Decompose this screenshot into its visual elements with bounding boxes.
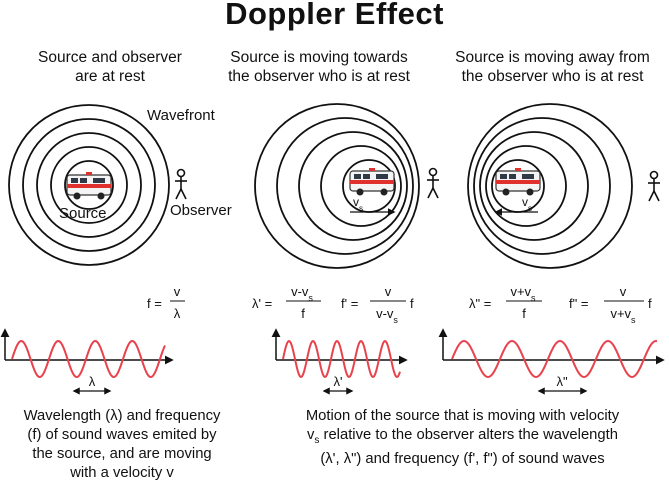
svg-text:λ: λ	[174, 306, 181, 321]
wave-label-away: λ"	[556, 374, 568, 389]
caption-away-line2: the observer who is at rest	[461, 68, 644, 85]
ambulance-icon-rest	[66, 171, 112, 201]
svg-text:λ' =: λ' =	[252, 296, 272, 311]
caption-towards-line1: Source is moving towards	[230, 49, 408, 66]
svg-text:λ" =: λ" =	[469, 296, 491, 311]
velocity-label-away: vs	[522, 195, 532, 213]
explanation-rest-line3: the source, and are moving	[32, 446, 212, 462]
page-title: Doppler Effect	[225, 0, 444, 31]
caption-away: Source is moving away from the observer …	[436, 48, 669, 86]
wave-graph-towards: λ'	[271, 328, 408, 395]
observer-icon-away	[647, 170, 661, 202]
svg-text:v+vs: v+vs	[510, 284, 536, 303]
svg-text:f: f	[522, 306, 526, 321]
observer-icon-rest	[174, 168, 188, 200]
svg-text:v: v	[385, 284, 392, 299]
caption-away-line1: Source is moving away from	[455, 49, 650, 66]
wavefronts-towards	[254, 103, 420, 269]
explanation-rest-line4: with a velocity v	[70, 465, 174, 481]
formula-away-frequency: f" = v v+vs f	[569, 284, 652, 325]
svg-text:f" =: f" =	[569, 296, 588, 311]
svg-text:v-vs: v-vs	[291, 284, 313, 303]
wavefronts-away	[467, 103, 633, 269]
formula-rest: f = v λ	[147, 284, 185, 321]
explanation-rest: Wavelength (λ) and frequency (f) of soun…	[0, 407, 244, 483]
caption-rest-line1: Source and observer	[38, 49, 182, 66]
caption-towards-line2: the observer who is at rest	[228, 68, 410, 85]
wave-label-rest: λ	[89, 374, 96, 389]
velocity-label-towards: vs	[353, 195, 363, 213]
wave-label-towards: λ'	[334, 374, 343, 389]
wave-graph-rest: λ	[0, 328, 174, 395]
observer-icon-towards	[426, 167, 440, 199]
sound-wave-away	[451, 339, 658, 379]
caption-rest: Source and observer are at rest	[0, 48, 220, 86]
explanation-moving-line1: Motion of the source that is moving with…	[305, 408, 620, 424]
svg-text:f' =: f' =	[341, 296, 358, 311]
sound-wave-towards	[282, 339, 401, 379]
svg-text:v: v	[174, 284, 181, 299]
svg-text:f =: f =	[147, 296, 162, 311]
explanation-rest-line1: Wavelength (λ) and frequency	[23, 408, 221, 424]
svg-text:v: v	[620, 284, 627, 299]
wavefront-label: Wavefront	[147, 107, 215, 124]
explanation-rest-line2: (f) of sound waves emited by	[27, 427, 217, 443]
svg-text:f: f	[648, 296, 652, 311]
explanation-moving: Motion of the source that is moving with…	[256, 407, 669, 469]
wavefronts-rest	[8, 104, 170, 266]
sound-wave-rest	[11, 339, 166, 379]
svg-text:f: f	[301, 306, 305, 321]
svg-text:v+vs: v+vs	[610, 306, 636, 325]
ambulance-icon-towards	[349, 167, 395, 197]
wave-graph-away: λ"	[438, 328, 665, 395]
formula-towards-wavelength: λ' = v-vs f	[252, 284, 321, 321]
explanation-moving-line2: vs relative to the observer alters the w…	[307, 427, 618, 446]
caption-rest-line2: are at rest	[75, 68, 145, 85]
svg-text:v-vs: v-vs	[376, 306, 398, 325]
explanation-moving-line3: (λ', λ") and frequency (f', f") of sound…	[320, 450, 605, 467]
caption-towards: Source is moving towards the observer wh…	[208, 48, 430, 86]
observer-label: Observer	[170, 202, 232, 219]
formula-towards-frequency: f' = v v-vs f	[341, 284, 414, 325]
ambulance-icon-away	[495, 167, 541, 197]
svg-text:f: f	[410, 296, 414, 311]
formula-away-wavelength: λ" = v+vs f	[469, 284, 542, 321]
